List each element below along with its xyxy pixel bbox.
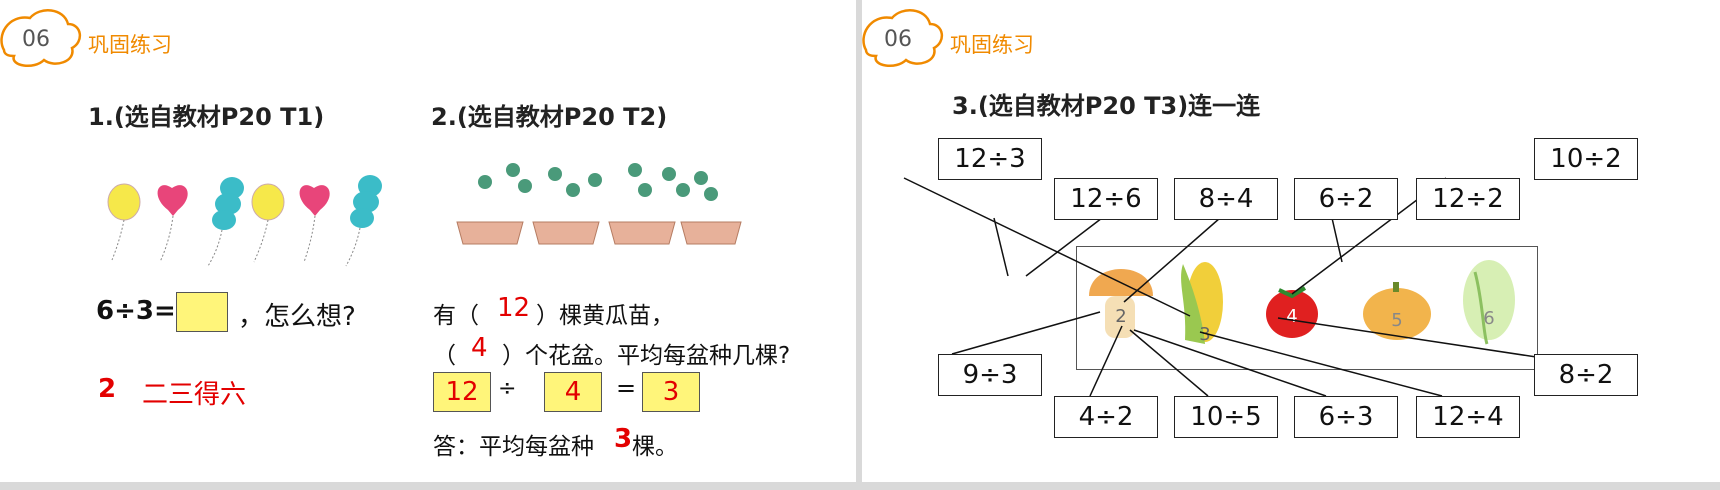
op-box-bottom-4[interactable]: 6÷3 bbox=[1294, 396, 1398, 438]
op-box-top-2[interactable]: 12÷6 bbox=[1054, 178, 1158, 220]
op-box-top-6[interactable]: 10÷2 bbox=[1534, 138, 1638, 180]
section-number: 06 bbox=[884, 27, 912, 52]
flower-pot-icon bbox=[456, 221, 524, 245]
q1-answer-box[interactable] bbox=[176, 292, 228, 332]
q2-box-quotient[interactable]: 3 bbox=[642, 372, 700, 412]
q1-answer-rhyme: 二三得六 bbox=[142, 380, 247, 410]
slide-right: 06 巩固练习 3.(选自教材P20 T3)连一连 2 3 4 5 6 bbox=[862, 0, 1720, 482]
seedlings-pots-illustration bbox=[456, 163, 742, 245]
q2-box-divisor[interactable]: 4 bbox=[544, 372, 602, 412]
q2-heading: 2.(选自教材P20 T2) bbox=[431, 103, 668, 131]
q2-div-sign: ÷ bbox=[498, 376, 517, 401]
veg-number-4: 4 bbox=[1286, 306, 1297, 327]
q1-equation: 6÷3= bbox=[96, 296, 176, 326]
q2-line1-post: ）棵黄瓜苗， bbox=[536, 303, 674, 329]
op-box-top-3[interactable]: 8÷4 bbox=[1174, 178, 1278, 220]
op-box-bottom-1[interactable]: 9÷3 bbox=[938, 354, 1042, 396]
tomato-icon bbox=[1266, 286, 1318, 338]
vegetable-frame bbox=[1076, 246, 1538, 370]
q2-answer-num: 3 bbox=[614, 424, 633, 454]
q2-answer-pre: 答：平均每盆种 bbox=[433, 434, 594, 460]
op-box-top-4[interactable]: 6÷2 bbox=[1294, 178, 1398, 220]
veg-number-2: 2 bbox=[1115, 306, 1126, 327]
slide-left: 06 巩固练习 1.(选自教材P20 T1) bbox=[0, 0, 856, 482]
cabbage-icon bbox=[1463, 260, 1515, 345]
cloud-badge-icon bbox=[862, 9, 943, 68]
corn-icon bbox=[1181, 262, 1223, 344]
veg-number-6: 6 bbox=[1483, 308, 1494, 329]
balloons-illustration bbox=[107, 175, 382, 267]
flower-pot-icon bbox=[608, 221, 676, 245]
veg-number-3: 3 bbox=[1199, 324, 1210, 345]
vegetables-illustration: 2 3 4 5 6 bbox=[1089, 260, 1515, 345]
q1-heading: 1.(选自教材P20 T1) bbox=[88, 103, 325, 131]
op-box-bottom-5[interactable]: 12÷4 bbox=[1416, 396, 1520, 438]
balloon-yellow-icon bbox=[107, 183, 141, 261]
section-number: 06 bbox=[22, 27, 50, 52]
balloon-heart-icon bbox=[299, 185, 330, 263]
op-box-bottom-6[interactable]: 8÷2 bbox=[1534, 354, 1638, 396]
section-title: 巩固练习 bbox=[88, 33, 172, 57]
op-box-bottom-2[interactable]: 4÷2 bbox=[1054, 396, 1158, 438]
flower-pot-icon bbox=[532, 221, 600, 245]
balloon-yellow-icon bbox=[251, 183, 285, 263]
section-title: 巩固练习 bbox=[950, 33, 1034, 57]
q2-line2-num: 4 bbox=[471, 333, 488, 363]
q1-answer-number: 2 bbox=[98, 374, 117, 404]
op-box-bottom-3[interactable]: 10÷5 bbox=[1174, 396, 1278, 438]
flower-pot-icon bbox=[680, 221, 742, 245]
veg-number-5: 5 bbox=[1391, 310, 1402, 331]
q2-box-dividend[interactable]: 12 bbox=[433, 372, 491, 412]
q3-heading: 3.(选自教材P20 T3)连一连 bbox=[952, 92, 1261, 120]
q1-question: ，怎么想? bbox=[238, 302, 356, 332]
balloon-long-icon bbox=[207, 177, 244, 267]
q2-answer-post: 棵。 bbox=[632, 434, 678, 460]
q2-line2-pre: （ bbox=[433, 343, 456, 369]
q2-eq-sign: = bbox=[616, 374, 637, 402]
q2-line2-post: ）个花盆。平均每盆种几棵? bbox=[502, 343, 791, 369]
q2-line1-num: 12 bbox=[497, 293, 531, 323]
op-box-top-1[interactable]: 12÷3 bbox=[938, 138, 1042, 180]
balloon-long-icon bbox=[345, 175, 382, 267]
cloud-badge-icon bbox=[0, 9, 81, 68]
pumpkin-icon bbox=[1363, 282, 1431, 340]
op-box-top-5[interactable]: 12÷2 bbox=[1416, 178, 1520, 220]
q2-line1-pre: 有（ bbox=[433, 303, 479, 329]
balloon-heart-icon bbox=[157, 185, 188, 263]
connecting-lines bbox=[903, 177, 1557, 397]
